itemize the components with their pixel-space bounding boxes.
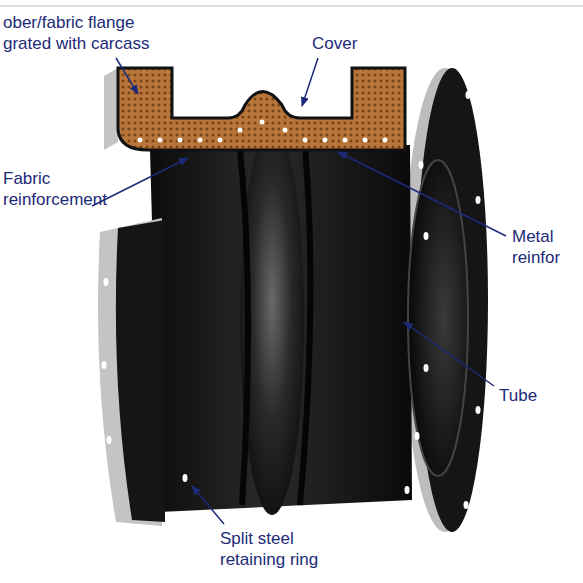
flange-face (104, 68, 118, 150)
leader-lines (92, 58, 506, 524)
callout-label: Fabric reinforcement (3, 168, 128, 210)
arch-edge (300, 148, 310, 505)
carcass-section (118, 68, 405, 150)
tube-opening (408, 160, 468, 476)
metal-reinforcement (138, 120, 388, 143)
callout-label: Split steel retaining ring (220, 528, 350, 570)
frame-line (0, 5, 583, 7)
arch (240, 125, 304, 515)
callout-label: Tube (499, 385, 569, 406)
callout-label: ober/fabric flange grated with carcass (3, 12, 168, 54)
callout-label: Metal reinfor (512, 226, 578, 268)
bolt-holes (405, 91, 481, 509)
callout-label: Cover (312, 33, 392, 54)
left-flange (116, 220, 165, 522)
arch-edge (240, 150, 248, 505)
right-flange-rim (403, 68, 487, 532)
tube-rim (408, 160, 468, 476)
bolt-holes (102, 278, 188, 482)
